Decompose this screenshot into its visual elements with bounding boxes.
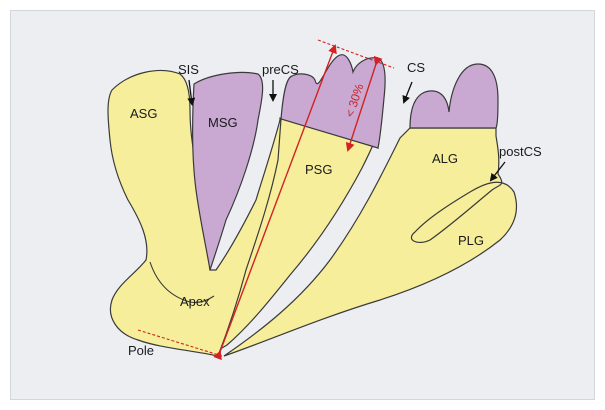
apex-label: Apex bbox=[180, 294, 210, 309]
cs-pointer-arrow bbox=[404, 82, 412, 102]
postcs-label: postCS bbox=[499, 144, 542, 159]
pole-label: Pole bbox=[128, 343, 154, 358]
sis-label: SIS bbox=[178, 62, 199, 77]
plg-label: PLG bbox=[458, 233, 484, 248]
msg-label: MSG bbox=[208, 115, 238, 130]
alg-label: ALG bbox=[432, 151, 458, 166]
asg-label: ASG bbox=[130, 106, 157, 121]
psg-label: PSG bbox=[305, 162, 332, 177]
precs-label: preCS bbox=[262, 62, 299, 77]
cs-label: CS bbox=[407, 60, 425, 75]
